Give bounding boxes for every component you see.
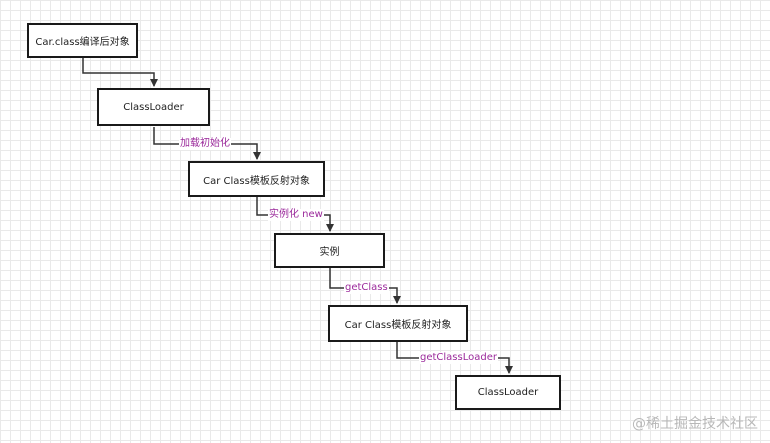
- edge-label-load-init: 加载初始化: [179, 138, 231, 150]
- node-instance[interactable]: 实例: [274, 233, 385, 268]
- connector-1: [82, 57, 158, 87]
- node-car-class-compiled[interactable]: Car.class编译后对象: [27, 23, 138, 58]
- edge-label-instantiate: 实例化 new: [268, 209, 324, 221]
- node-car-class-reflect[interactable]: Car Class模板反射对象: [188, 161, 325, 197]
- node-classloader[interactable]: ClassLoader: [97, 88, 210, 126]
- edge-label-getclass: getClass: [344, 282, 389, 294]
- node-classloader-2[interactable]: ClassLoader: [455, 375, 561, 410]
- watermark: @稀土掘金技术社区: [632, 416, 758, 432]
- edge-label-getclassloader: getClassLoader: [419, 352, 498, 364]
- node-car-class-reflect-2[interactable]: Car Class模板反射对象: [328, 305, 468, 342]
